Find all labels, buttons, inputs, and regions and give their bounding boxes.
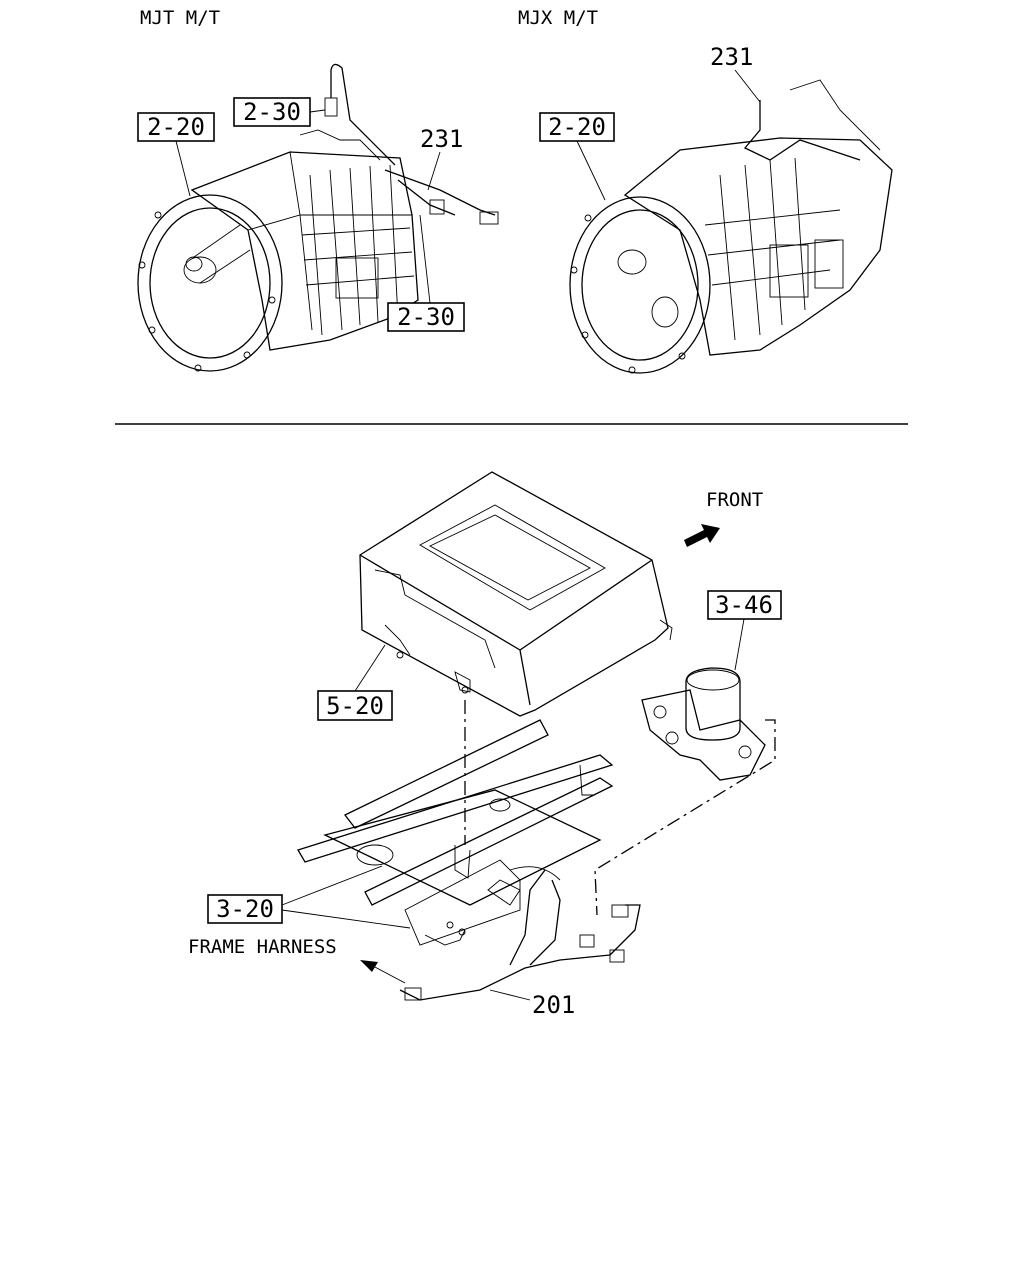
callout-mjt-231: 231: [420, 125, 463, 191]
svg-text:201: 201: [532, 991, 575, 1019]
svg-text:3-46: 3-46: [715, 591, 773, 619]
callout-mjx-2-20: 2-20: [539, 112, 615, 201]
front-arrow-icon: [684, 524, 720, 547]
ecu-unit-drawing: [359, 471, 673, 717]
svg-text:5-20: 5-20: [326, 692, 384, 720]
front-label: FRONT: [706, 489, 763, 511]
callout-mjt-2-20: 2-20: [137, 112, 215, 197]
front-indicator: FRONT: [684, 489, 763, 547]
callout-harness-201: 201: [489, 989, 575, 1019]
mjx-transmission-drawing: [569, 79, 893, 374]
callout-valve-3-46: 3-46: [707, 590, 782, 671]
mjt-transmission-drawing: [137, 63, 499, 372]
callout-mjx-231: 231: [710, 43, 761, 103]
svg-text:3-20: 3-20: [216, 895, 274, 923]
callout-ecu-5-20: 5-20: [317, 644, 393, 721]
frame-harness-arrow-icon: [360, 960, 378, 972]
callout-harness-3-20: 3-20: [207, 865, 411, 929]
heading-mjt: MJT M/T: [140, 7, 220, 29]
svg-text:231: 231: [420, 125, 463, 153]
frame-bracket-drawing: [297, 719, 614, 906]
frame-harness-label: FRAME HARNESS: [188, 936, 337, 958]
svg-text:2-30: 2-30: [243, 98, 301, 126]
svg-text:2-20: 2-20: [147, 113, 205, 141]
svg-text:231: 231: [710, 43, 753, 71]
svg-text:2-20: 2-20: [548, 113, 606, 141]
frame-harness-indicator: FRAME HARNESS: [188, 936, 406, 984]
callout-mjt-2-30-bottom: 2-30: [387, 214, 465, 332]
harness-drawing: [399, 859, 641, 1001]
svg-text:2-30: 2-30: [397, 303, 455, 331]
heading-mjx: MJX M/T: [518, 7, 598, 29]
callout-mjt-2-30-top: 2-30: [233, 97, 326, 127]
air-valve-drawing: [641, 667, 766, 781]
